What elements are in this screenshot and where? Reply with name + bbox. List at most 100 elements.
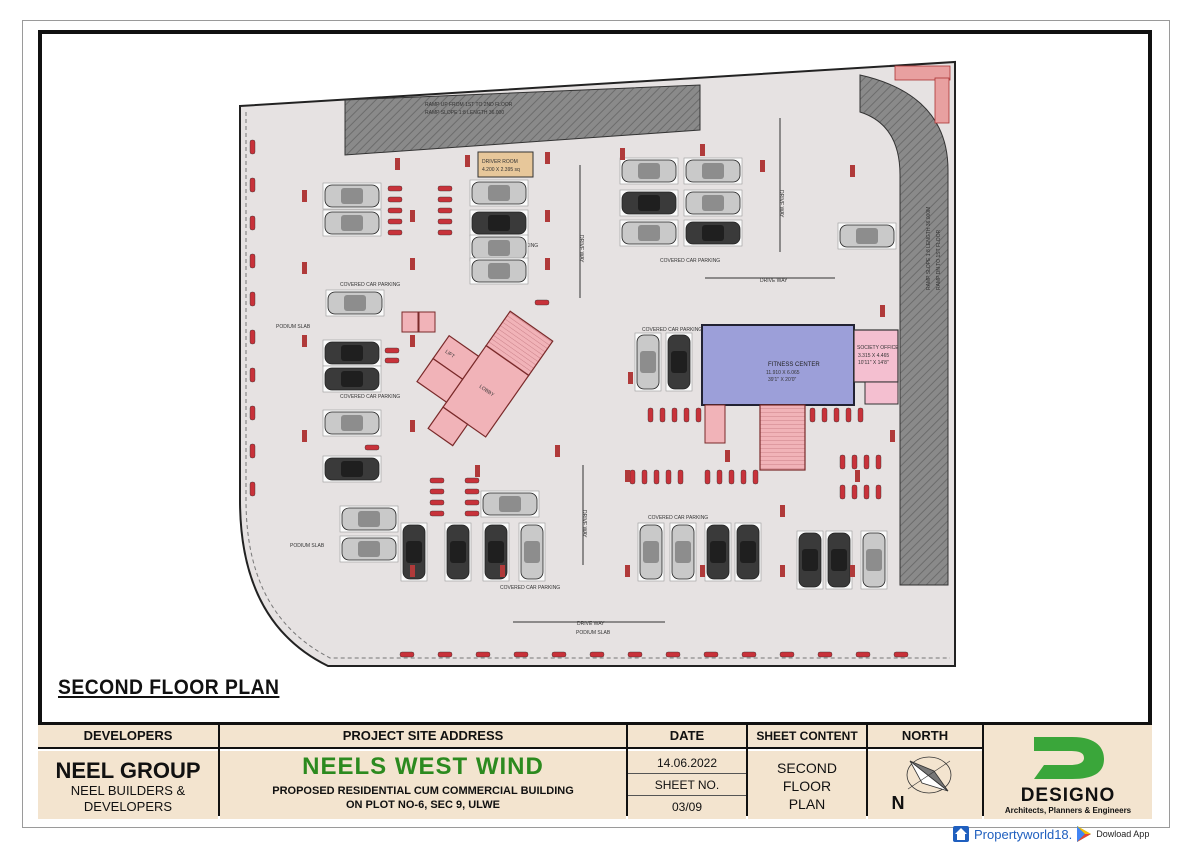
parking-label-2: COVERED CAR PARKING <box>340 282 400 288</box>
column <box>880 305 885 317</box>
bike-icon <box>249 329 256 345</box>
column <box>850 565 855 577</box>
podium-label-1: PODIUM SLAB <box>276 324 311 330</box>
developer-name: NEEL GROUP <box>55 758 201 783</box>
developers-cell <box>38 751 218 819</box>
bike-icon <box>821 407 828 423</box>
parking-label-5: COVERED CAR PARKING <box>642 327 702 333</box>
column <box>410 335 415 347</box>
bike-icon <box>384 357 400 364</box>
bike-icon <box>387 207 403 214</box>
parking-label-4: COVERED CAR PARKING <box>660 258 720 264</box>
bike-icon <box>249 367 256 383</box>
fitness-center <box>701 324 855 406</box>
bike-icon <box>551 651 567 658</box>
car-icon <box>665 332 693 392</box>
bike-icon <box>641 469 648 485</box>
bike-icon <box>863 454 870 470</box>
header-project-site-address: PROJECT SITE ADDRESS <box>220 725 626 749</box>
driveway-arrows <box>513 118 835 623</box>
project-desc-1: PROPOSED RESIDENTIAL CUM COMMERCIAL BUIL… <box>272 785 574 797</box>
car-icon <box>322 455 382 483</box>
bike-icon <box>653 469 660 485</box>
north-cell <box>868 751 982 819</box>
download-app-text: Dowload App <box>1096 829 1150 839</box>
stair-core-2 <box>759 404 806 471</box>
bike-icon <box>249 405 256 421</box>
driver-room <box>477 151 534 178</box>
bike-icon <box>387 229 403 236</box>
drive-way-label-5: DRIVE WAY <box>577 621 605 627</box>
sheet-content-2: FLOOR <box>782 778 832 794</box>
bike-icon <box>851 454 858 470</box>
column <box>760 160 765 172</box>
column <box>302 190 307 202</box>
designo-logo-icon <box>1034 737 1104 779</box>
bike-icon <box>893 651 909 658</box>
bike-icon <box>752 469 759 485</box>
ramp-stair-top <box>894 65 951 81</box>
parking-label-6: COVERED CAR PARKING <box>648 515 708 521</box>
lift-small <box>704 404 726 444</box>
column <box>410 420 415 432</box>
parked-bikes <box>249 139 909 658</box>
header-date: DATE <box>628 725 746 749</box>
column <box>302 335 307 347</box>
column <box>555 445 560 457</box>
sheet-content-cell <box>748 751 866 819</box>
car-icon <box>469 179 529 207</box>
column <box>620 148 625 160</box>
car-icon <box>796 530 824 590</box>
car-icon <box>322 209 382 237</box>
ramp-right <box>859 74 949 586</box>
lift-2 <box>416 357 464 404</box>
bike-icon <box>809 407 816 423</box>
podium-edge <box>245 112 950 659</box>
propertyworld-text: Propertyworld18. <box>974 826 1073 842</box>
bike-icon <box>249 139 256 155</box>
podium-label-2: PODIUM SLAB <box>290 543 325 549</box>
column <box>700 565 705 577</box>
car-icon <box>469 209 529 237</box>
column <box>500 565 505 577</box>
bike-icon <box>839 454 846 470</box>
car-icon <box>322 365 382 393</box>
bike-icon <box>671 407 678 423</box>
car-icon <box>825 530 853 590</box>
bike-icon <box>475 651 491 658</box>
bike-icon <box>817 651 833 658</box>
bike-icon <box>364 444 380 451</box>
bike-icon <box>833 407 840 423</box>
bike-icon <box>589 651 605 658</box>
society-office-toilet <box>864 381 899 405</box>
bike-icon <box>387 218 403 225</box>
bike-icon <box>728 469 735 485</box>
bike-icon <box>534 299 550 306</box>
fitness-center-label: FITNESS CENTER <box>768 362 820 368</box>
bike-icon <box>857 407 864 423</box>
ramp-right-label-2: RAMP DN TO 1ST FLOOR <box>936 229 942 290</box>
title-block: DEVELOPERS PROJECT SITE ADDRESS DATE SHE… <box>38 722 1152 819</box>
bike-icon <box>627 651 643 658</box>
bike-icon <box>249 215 256 231</box>
bike-icon <box>839 484 846 500</box>
car-icon <box>339 505 399 533</box>
header-developers: DEVELOPERS <box>38 725 218 749</box>
bike-icon <box>437 196 453 203</box>
fitness-center-size-ft: 39'1" X 20'0" <box>768 377 796 383</box>
bike-icon <box>845 407 852 423</box>
column <box>465 155 470 167</box>
bike-icon <box>387 185 403 192</box>
drive-way-label-1: DRIVE WAY <box>578 235 584 263</box>
bike-icon <box>851 484 858 500</box>
car-icon <box>683 189 743 217</box>
propertyworld-watermark[interactable]: Propertyworld18. Dowload App <box>952 823 1149 845</box>
car-icon <box>619 219 679 247</box>
car-icon <box>325 289 385 317</box>
bike-icon <box>437 229 453 236</box>
bike-icon <box>249 443 256 459</box>
ramp-top-label-2: RAMP SLOPE 1:8 LENGTH 36.000 <box>425 110 504 116</box>
column <box>780 505 785 517</box>
column <box>855 470 860 482</box>
column <box>410 565 415 577</box>
